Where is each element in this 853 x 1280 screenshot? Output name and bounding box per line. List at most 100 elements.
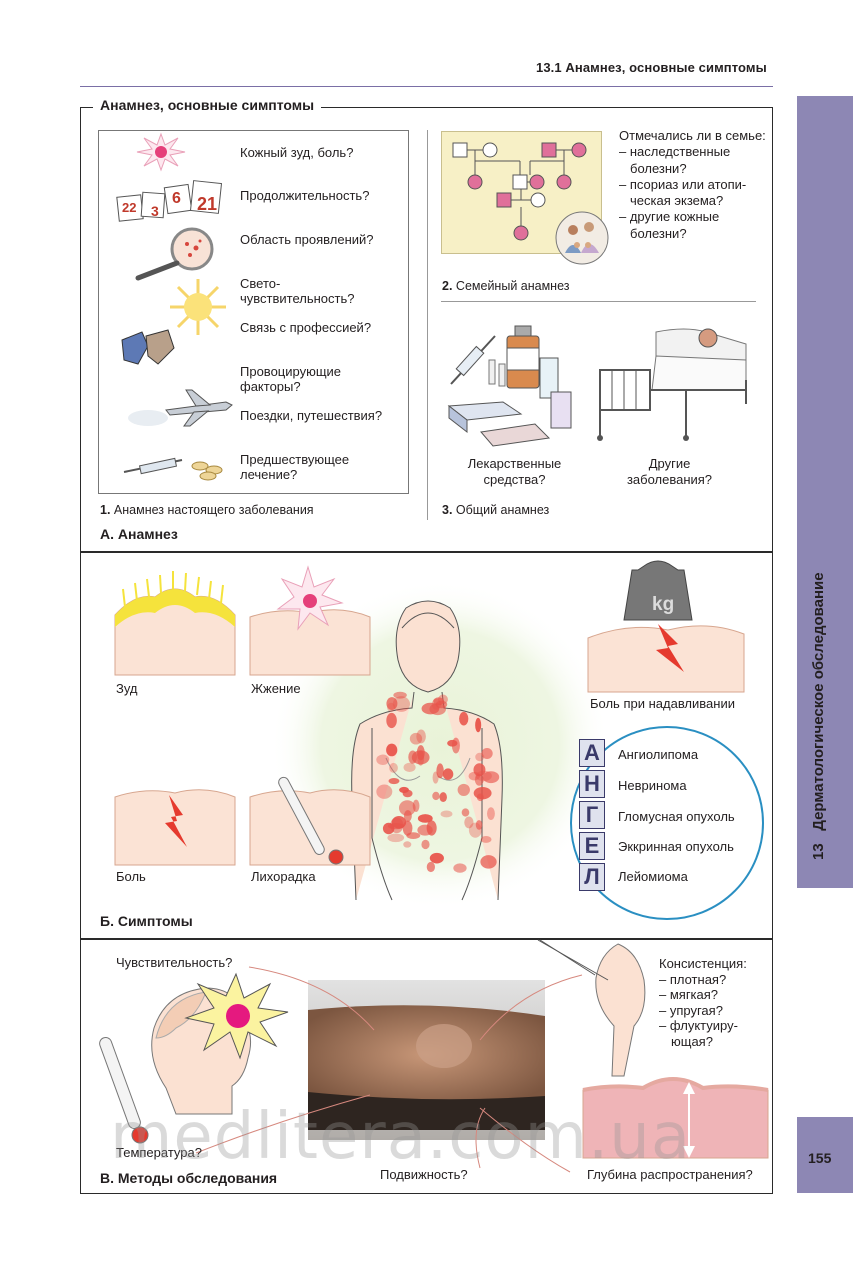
rash-spot: [421, 839, 430, 850]
rash-spot: [386, 743, 398, 757]
rash-spot: [412, 799, 420, 812]
question-triggers-1: Провоцирующие: [240, 364, 342, 379]
rash-spot: [432, 771, 439, 784]
symptom-itch: Зуд: [116, 681, 138, 696]
rash-spot: [432, 791, 440, 801]
column-divider: [427, 130, 428, 520]
angel-item-glomus: Гломусная опухоль: [618, 809, 735, 824]
rash-spot: [411, 750, 430, 765]
angel-item-eccrine: Эккринная опухоль: [618, 839, 734, 854]
rash-spot: [393, 691, 407, 699]
angel-item-leiomyoma: Лейомиома: [618, 869, 688, 884]
rash-spots: [376, 691, 500, 873]
rash-spot: [390, 817, 404, 834]
angel-letter-n: Н: [579, 770, 605, 798]
drugs-question: Лекарственные средства?: [467, 456, 562, 487]
section-divider-a: [80, 551, 773, 553]
rash-spot: [459, 711, 469, 726]
rash-spot: [475, 717, 482, 733]
medications-icon: [447, 325, 572, 447]
angel-letter-g: Г: [579, 801, 605, 829]
mobility-question: Подвижность?: [380, 1167, 468, 1182]
running-head: 13.1 Анамнез, основные симптомы: [536, 60, 767, 75]
rash-spot: [475, 770, 492, 782]
calendar-day-3: 6: [172, 190, 181, 207]
rash-spot: [429, 852, 444, 864]
rash-spot: [461, 808, 470, 817]
angel-item-neurinoma: Невринома: [618, 778, 687, 793]
rash-spot: [376, 754, 390, 765]
rash-spot: [436, 763, 444, 779]
header-rule: [80, 86, 773, 87]
angel-letter-l: Л: [579, 863, 605, 891]
caption-current-disease: 1. Анамнез настоящего заболевания: [100, 503, 314, 517]
rash-spot: [473, 763, 486, 777]
rash-spot: [402, 820, 413, 836]
question-photosensitivity-2: чувствительность?: [240, 291, 355, 306]
section-a-title: A. Анамнез: [100, 526, 178, 542]
chapter-tab: [797, 96, 853, 888]
rash-spot: [403, 762, 416, 773]
question-duration: Продолжительность?: [240, 188, 370, 203]
rash-spot: [480, 855, 497, 869]
question-triggers-2: факторы?: [240, 379, 301, 394]
watermark: medlitera.com.ua: [110, 1100, 692, 1174]
figure-title: Анамнез, основные симптомы: [93, 97, 322, 113]
rash-spot: [464, 816, 474, 829]
rash-spot: [399, 786, 409, 794]
rash-spot: [376, 784, 393, 799]
rash-spot: [475, 752, 485, 762]
rash-spot: [457, 783, 470, 796]
rash-spot: [386, 712, 397, 729]
pedigree-chart: [452, 142, 587, 241]
angel-item-angiolipoma: Ангиолипома: [618, 747, 699, 762]
itch-star-icon: [136, 132, 186, 172]
hospital-bed-icon: [597, 328, 747, 441]
rash-spot: [416, 729, 426, 744]
caption-general: 3. Общий анамнез: [442, 503, 550, 517]
rash-spot: [388, 778, 400, 785]
woman-figure: [351, 600, 503, 901]
depth-question: Глубина распространения?: [587, 1167, 753, 1182]
rash-spot: [386, 697, 398, 710]
rash-spot: [453, 863, 467, 873]
other-diseases-question: Другие заболевания?: [626, 456, 713, 487]
skin-nodule-photo: [308, 980, 545, 1140]
angel-letter-a: А: [579, 739, 605, 767]
burning-skin-icon: [249, 565, 371, 676]
rash-spot: [487, 807, 495, 820]
magnifier-icon: [135, 227, 214, 281]
symptom-fever: Лихорадка: [251, 869, 316, 884]
itch-skin-icon: [114, 571, 236, 676]
rash-spot: [435, 700, 448, 709]
question-area: Область проявлений?: [240, 232, 374, 247]
rash-spot: [426, 861, 435, 873]
rash-spot: [474, 773, 484, 786]
rash-spot: [480, 836, 492, 843]
weight-pressure-icon: [587, 560, 745, 693]
angel-circle: [570, 726, 764, 920]
airplane-icon: [128, 389, 233, 427]
rash-spot: [387, 833, 405, 843]
rash-spot: [481, 748, 493, 759]
angel-letter-e: Е: [579, 832, 605, 860]
rash-spot: [392, 696, 411, 712]
symptom-burning: Жжение: [251, 681, 301, 696]
gloves-icon: [121, 329, 175, 365]
question-photosensitivity-1: Свето-: [240, 276, 281, 291]
figure-frame: [80, 107, 773, 1194]
weight-kg-label: kg: [652, 594, 675, 615]
family-questions: Отмечались ли в семье: – наследственные …: [619, 128, 766, 241]
section-b-title: Б. Симптомы: [100, 913, 193, 929]
rash-spot: [439, 792, 447, 803]
caption-family: 2. Семейный анамнез: [442, 279, 570, 293]
rash-spot: [403, 841, 412, 848]
calendar-day-2: 3: [151, 203, 159, 219]
rash-spot: [417, 824, 433, 836]
section-c-title: B. Методы обследования: [100, 1170, 278, 1186]
question-travel: Поездки, путешествия?: [240, 408, 383, 423]
fever-skin-icon: [249, 776, 371, 866]
rash-spot: [482, 771, 500, 784]
symptom-pain: Боль: [116, 869, 146, 884]
rash-spot: [475, 820, 483, 830]
